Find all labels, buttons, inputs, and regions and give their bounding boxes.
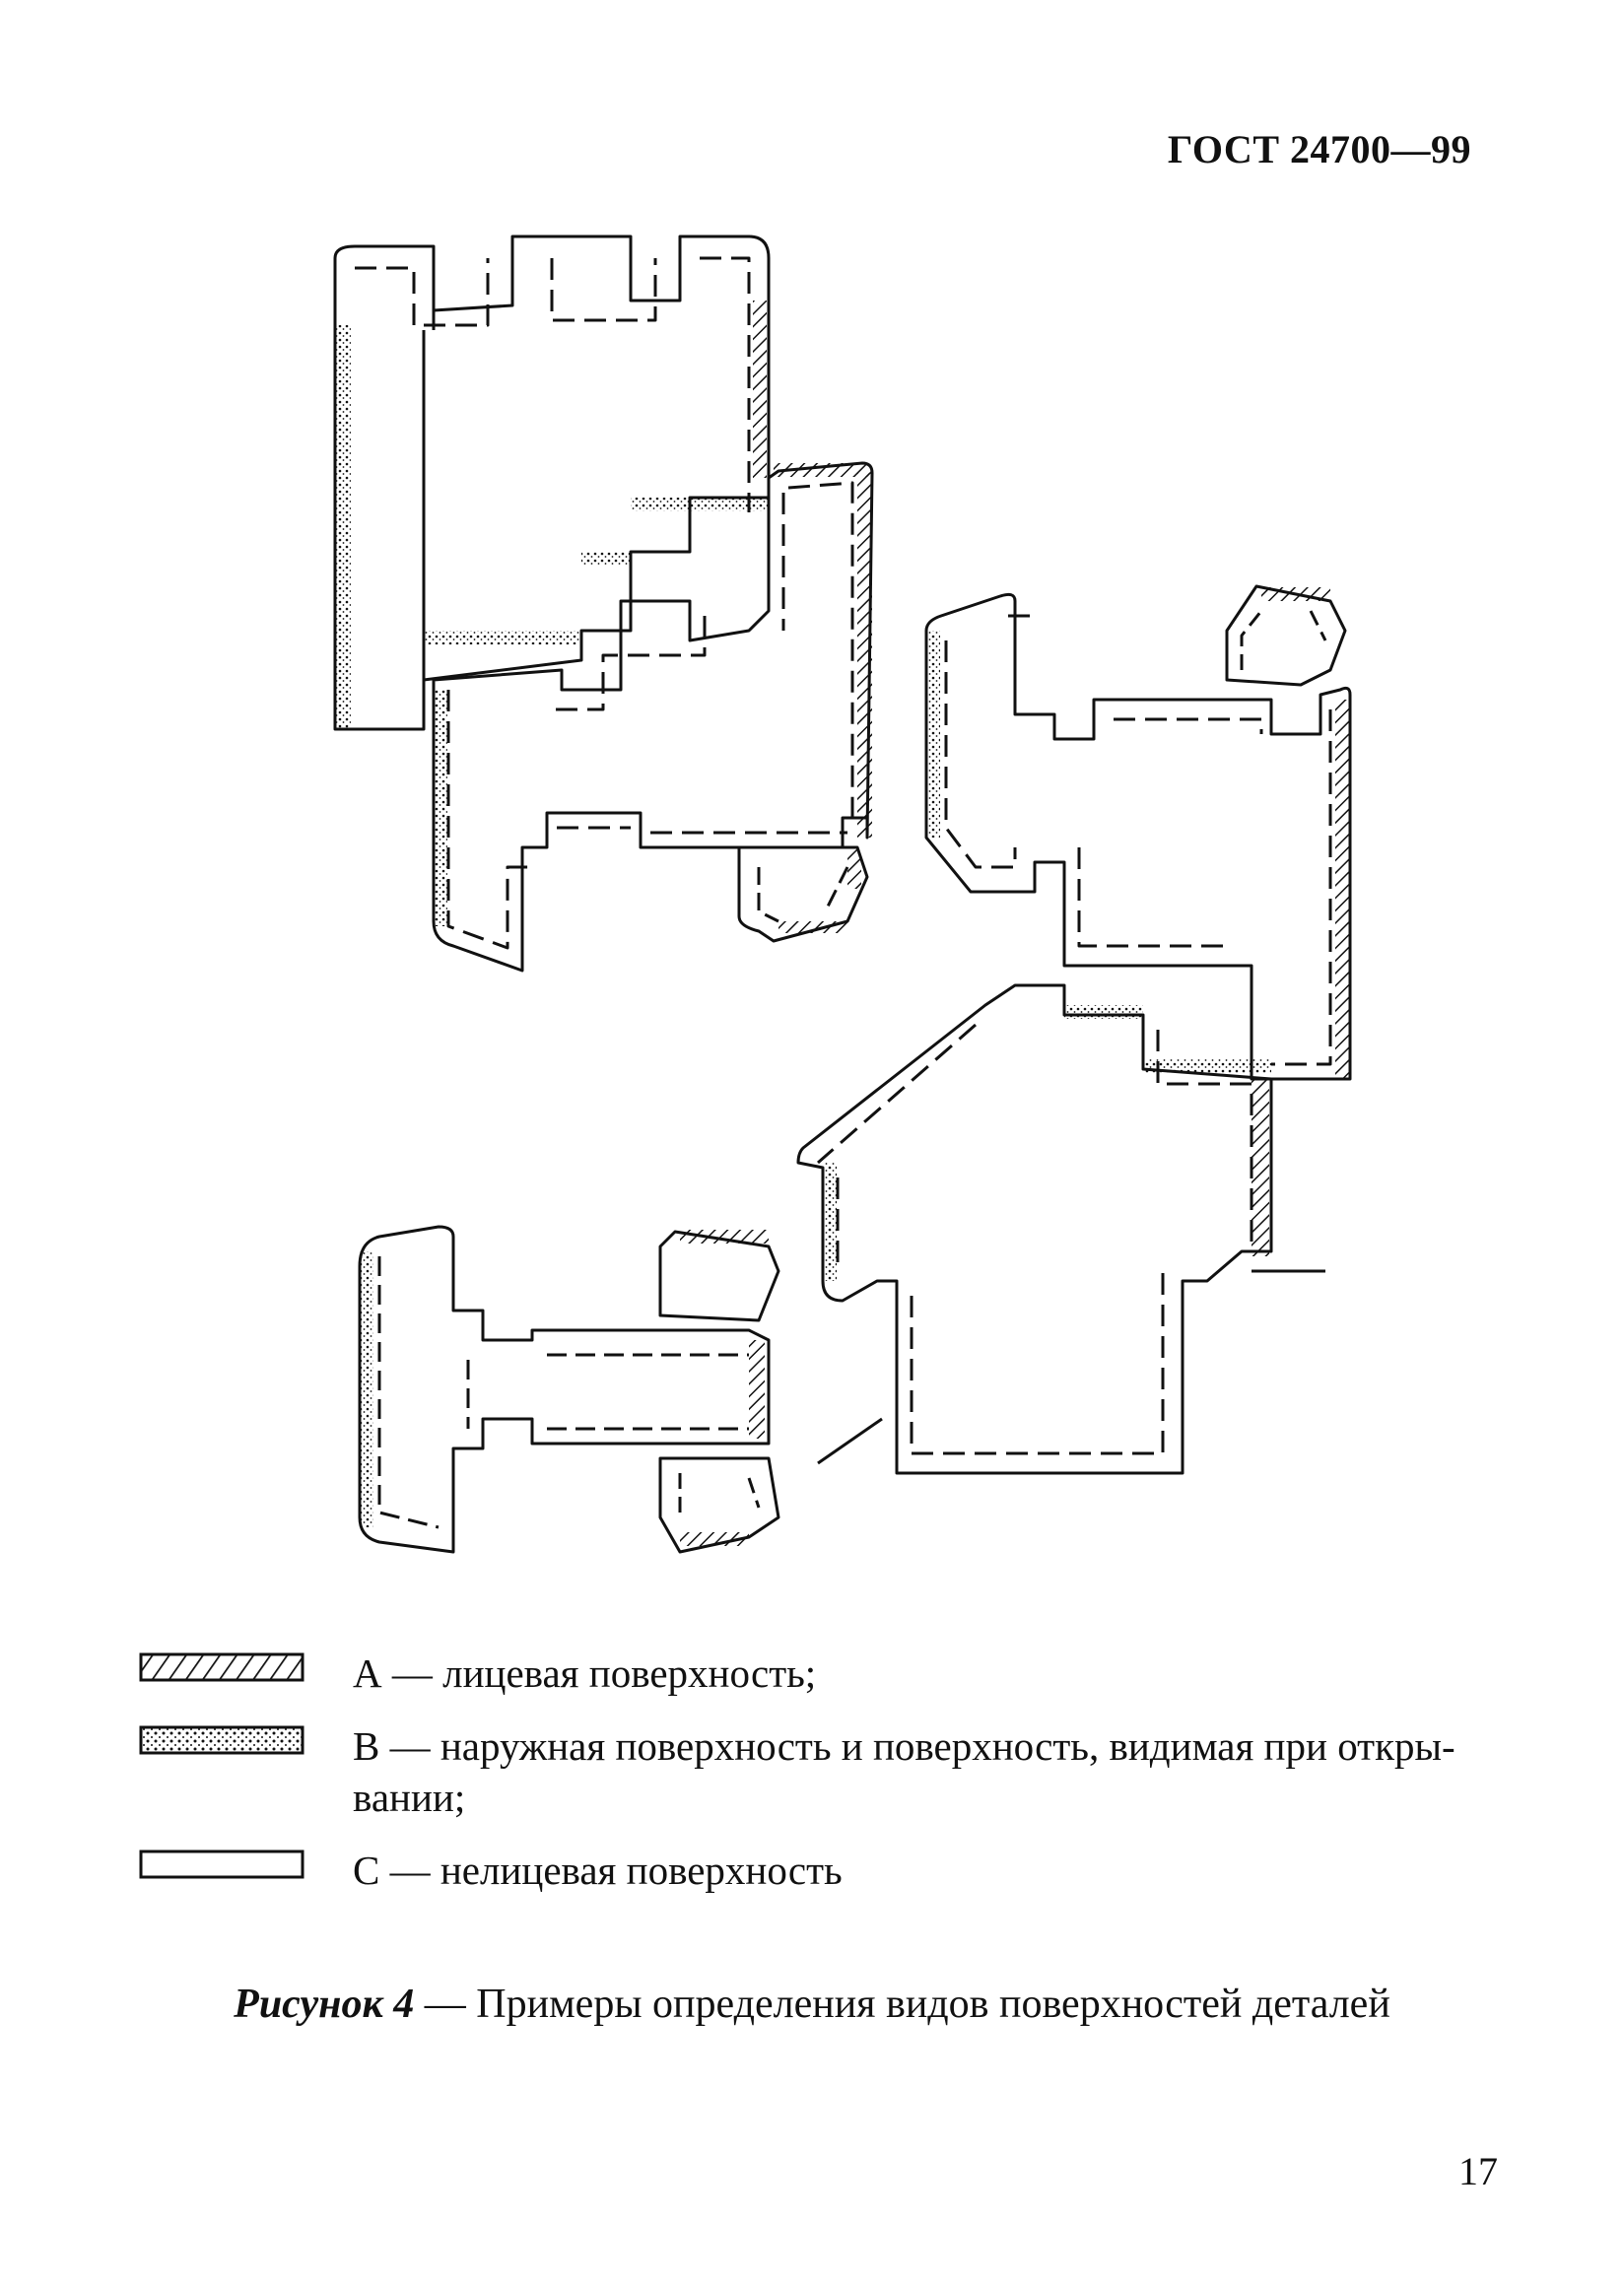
document-header: ГОСТ 24700—99 (1167, 127, 1471, 171)
blank-strip-icon (138, 1845, 305, 1884)
profile-middle-left (432, 461, 874, 973)
caption-separator: — (414, 1982, 477, 2027)
hatched-strip-icon (138, 1648, 305, 1687)
legend-item-label: В — наружная поверхность и поверхность, … (353, 1723, 1455, 1820)
legend-item-c: С — нелицевая поверхность (138, 1845, 1498, 1896)
window-profile-drawing (333, 235, 1352, 1554)
legend-item-label: С — нелицевая поверхность (353, 1848, 843, 1893)
figure-caption: Рисунок 4 — Примеры определения видов по… (0, 1981, 1624, 2028)
figure-label: Рисунок 4 (234, 1982, 415, 2027)
legend-item-a: А — лицевая поверхность; (138, 1648, 1498, 1699)
caption-text: Примеры определения видов поверхностей д… (476, 1982, 1390, 2027)
profile-upper-left (333, 235, 771, 731)
legend-item-b: В — наружная поверхность и поверхность, … (138, 1720, 1498, 1823)
profile-lower-right (796, 983, 1325, 1475)
profile-upper-right (924, 584, 1352, 1081)
legend: А — лицевая поверхность; В — наружная по… (138, 1648, 1498, 1917)
page-number: 17 (1458, 2149, 1498, 2193)
dotted-strip-icon (138, 1720, 305, 1760)
profile-lower-left (358, 1225, 780, 1554)
legend-item-label: А — лицевая поверхность; (353, 1650, 817, 1696)
